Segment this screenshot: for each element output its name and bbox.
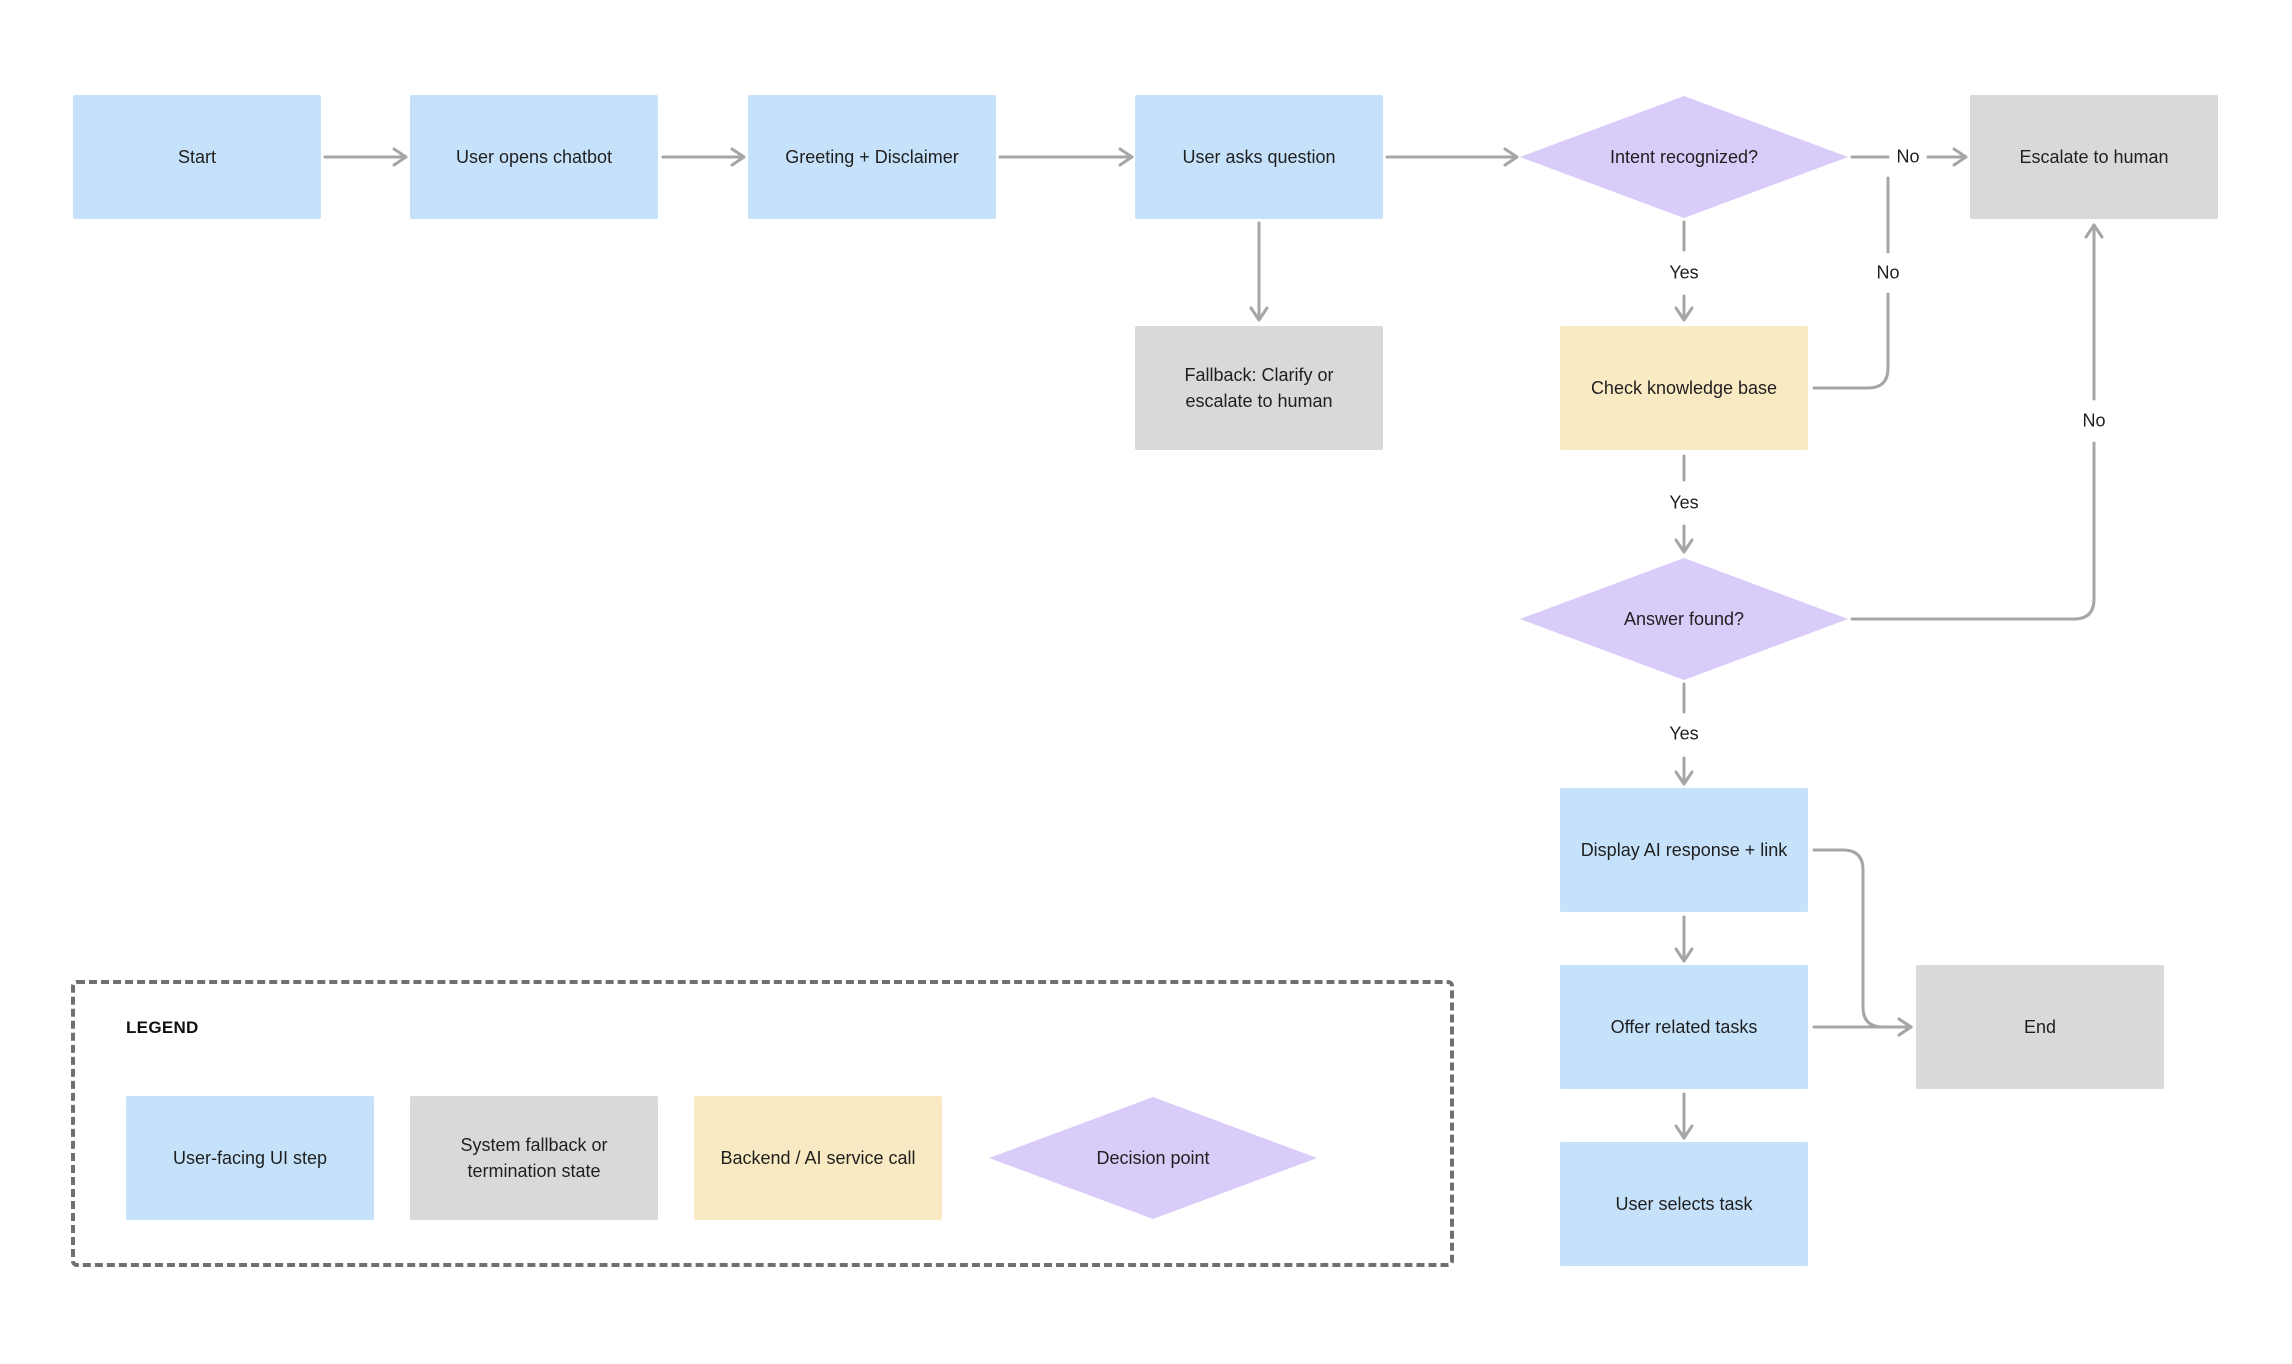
- label-answer-found: Answer found?: [1623, 609, 1745, 629]
- legend-backend-call: Backend / AI service call: [694, 1096, 942, 1220]
- arrow-answer-no: [1850, 441, 2096, 621]
- node-start: Start: [73, 95, 321, 219]
- node-escalate-to-human: Escalate to human: [1970, 95, 2218, 219]
- legend-box: [71, 980, 1454, 1267]
- node-offer-related-tasks: Offer related tasks: [1560, 965, 1808, 1089]
- legend-decision-diamond: [989, 1097, 1317, 1219]
- node-greeting-disclaimer: Greeting + Disclaimer: [748, 95, 996, 219]
- edge-label-answer-yes: Yes: [1665, 721, 1703, 747]
- node-fallback: Fallback: Clarify or escalate to human: [1135, 326, 1383, 450]
- node-check-knowledge-base: Check knowledge base: [1560, 326, 1808, 450]
- node-user-asks-question: User asks question: [1135, 95, 1383, 219]
- legend-system-fallback: System fallback or termination state: [410, 1096, 658, 1220]
- legend-ui-step: User-facing UI step: [126, 1096, 374, 1220]
- node-user-opens-chatbot: User opens chatbot: [410, 95, 658, 219]
- edge-label-intent-yes: Yes: [1665, 260, 1703, 286]
- label-intent-recognized: Intent recognized?: [1609, 147, 1759, 167]
- answer-found-diamond: [1520, 558, 1848, 680]
- arrow-kb-no: [1812, 292, 1890, 390]
- legend-decision-label: Decision point: [1096, 1148, 1210, 1168]
- edge-label-intent-no: No: [1892, 144, 1924, 170]
- node-user-selects-task: User selects task: [1560, 1142, 1808, 1266]
- edge-label-kb-no: No: [1872, 260, 1904, 286]
- arrow-display-to-end: [1812, 848, 1913, 1037]
- legend-title: LEGEND: [126, 1018, 199, 1037]
- edge-label-answer-no: No: [2078, 408, 2110, 434]
- edge-label-kb-yes: Yes: [1665, 490, 1703, 516]
- intent-recognized-diamond: [1520, 96, 1848, 218]
- node-end: End: [1916, 965, 2164, 1089]
- node-display-ai-response: Display AI response + link: [1560, 788, 1808, 912]
